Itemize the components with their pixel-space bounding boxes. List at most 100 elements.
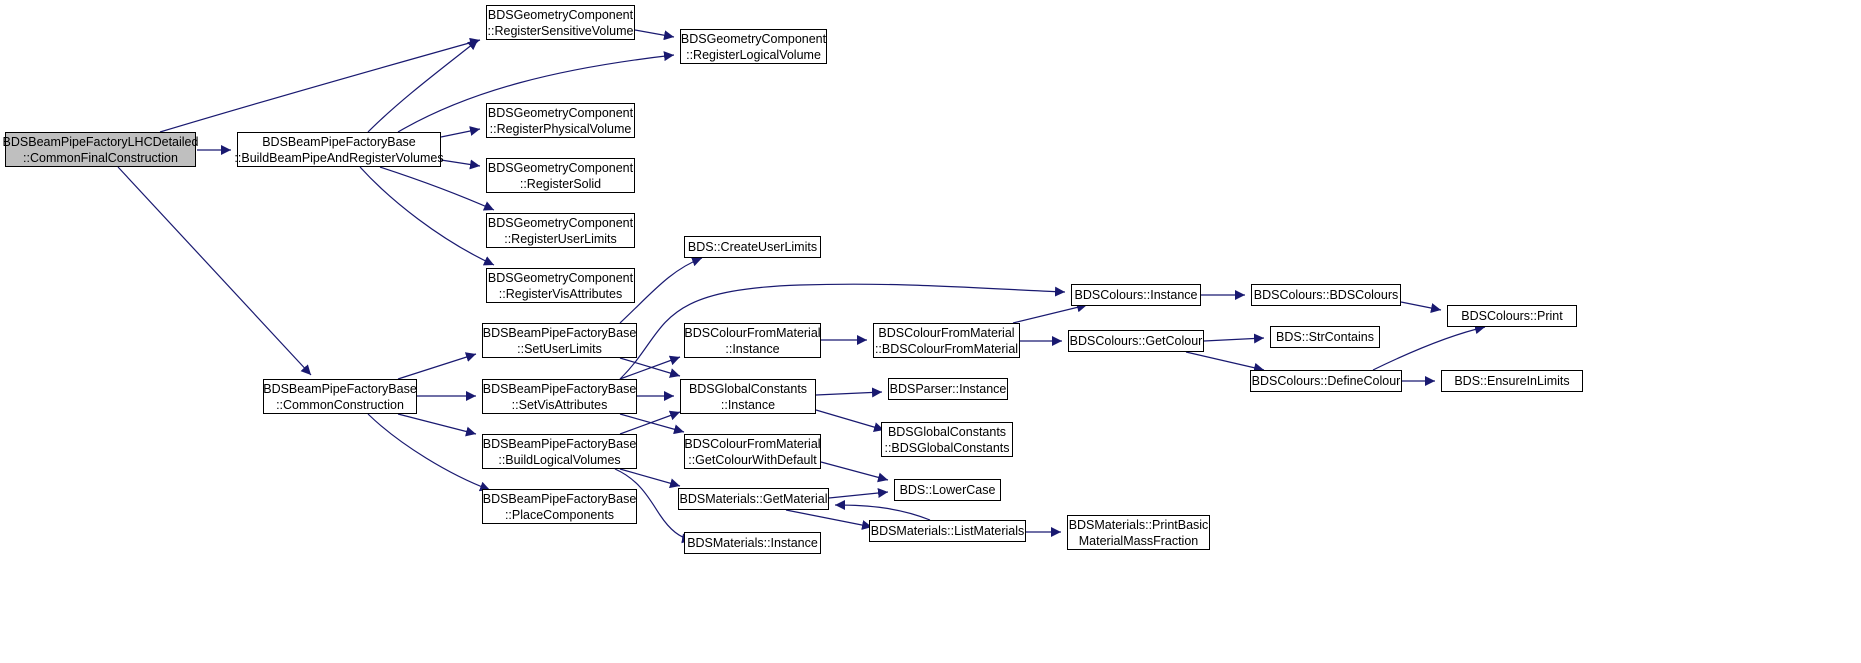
edge-build_logical-to-global_instance <box>619 410 681 435</box>
node-label-line: ::SetUserLimits <box>517 341 602 356</box>
node-label-line: ::BDSGlobalConstants <box>884 440 1010 455</box>
edge-global_instance-to-global_ctor <box>815 409 885 432</box>
edge-col_getcolour-to-col_define <box>1185 351 1265 373</box>
edge-build_beampipe-to-reg_logical <box>397 51 675 133</box>
node-global-constants-constructor[interactable]: BDSGlobalConstants ::BDSGlobalConstants <box>881 422 1013 457</box>
edge-set_userlimits-to-create_userlimits <box>619 256 703 324</box>
node-colour-from-material-constructor[interactable]: BDSColourFromMaterial ::BDSColourFromMat… <box>873 323 1020 358</box>
node-label-line: BDSColourFromMaterial <box>684 325 821 340</box>
edge-build_logical-to-mat_instance <box>614 468 693 544</box>
node-register-solid[interactable]: BDSGeometryComponent ::RegisterSolid <box>486 158 635 193</box>
node-str-contains[interactable]: BDS::StrContains <box>1270 326 1380 348</box>
edge-col_getcolour-to-strcontains <box>1203 333 1265 344</box>
node-colour-from-material-instance[interactable]: BDSColourFromMaterial ::Instance <box>684 323 821 358</box>
node-label-line: BDSColours::Instance <box>1074 288 1198 302</box>
node-parser-instance[interactable]: BDSParser::Instance <box>888 378 1008 400</box>
edge-mat_list-to-mat_getmaterial <box>834 500 931 521</box>
node-materials-list-materials[interactable]: BDSMaterials::ListMaterials <box>869 520 1026 542</box>
node-label-line: BDS::StrContains <box>1276 330 1374 344</box>
node-colours-instance[interactable]: BDSColours::Instance <box>1071 284 1201 306</box>
edge-set_visattr-to-cfm_instance <box>619 355 681 380</box>
edge-build_beampipe-to-reg_sensitive <box>367 39 479 133</box>
node-label-line: BDSBeamPipeFactoryBase <box>263 381 417 396</box>
node-label-line: BDSParser::Instance <box>889 382 1007 396</box>
node-set-user-limits[interactable]: BDSBeamPipeFactoryBase ::SetUserLimits <box>482 323 637 358</box>
node-label-line: ::CommonFinalConstruction <box>23 150 178 165</box>
edge-build_beampipe-to-reg_physical <box>440 126 481 138</box>
node-set-vis-attributes[interactable]: BDSBeamPipeFactoryBase ::SetVisAttribute… <box>482 379 637 414</box>
node-label-line: BDSColours::GetColour <box>1069 334 1203 348</box>
node-place-components[interactable]: BDSBeamPipeFactoryBase ::PlaceComponents <box>482 489 637 524</box>
node-label-line: ::BuildBeamPipeAndRegisterVolumes <box>234 150 444 165</box>
node-label-line: ::RegisterLogicalVolume <box>686 47 821 62</box>
node-label-line: BDSBeamPipeFactoryLHCDetailed <box>2 134 199 149</box>
node-label-line: BDSGeometryComponent <box>680 31 827 46</box>
node-colours-define-colour[interactable]: BDSColours::DefineColour <box>1250 370 1402 392</box>
node-label-line: ::RegisterVisAttributes <box>498 286 623 301</box>
edge-root-to-reg_sensitive <box>159 37 481 133</box>
edge-col_ctor-to-col_print <box>1400 301 1442 313</box>
node-label-line: BDSBeamPipeFactoryBase <box>482 325 637 340</box>
node-get-colour-with-default[interactable]: BDSColourFromMaterial ::GetColourWithDef… <box>684 434 821 469</box>
node-label-line: BDS::LowerCase <box>899 483 996 497</box>
node-label-line: ::RegisterSensitiveVolume <box>487 23 634 38</box>
node-label-line: BDSMaterials::PrintBasic <box>1068 517 1209 532</box>
node-label-line: BDSColourFromMaterial <box>684 436 821 451</box>
edge-reg_sensitive-to-reg_logical <box>634 29 675 41</box>
node-materials-instance[interactable]: BDSMaterials::Instance <box>684 532 821 554</box>
edge-mat_getmaterial-to-mat_list <box>785 509 873 530</box>
node-label-line: MaterialMassFraction <box>1078 533 1199 548</box>
node-print-basic-material-mass-fraction[interactable]: BDSMaterials::PrintBasic MaterialMassFra… <box>1067 515 1210 550</box>
node-colours-get-colour[interactable]: BDSColours::GetColour <box>1068 330 1204 352</box>
node-label-line: BDSBeamPipeFactoryBase <box>262 134 416 149</box>
edge-mat_getmaterial-to-lowercase <box>828 488 889 499</box>
node-build-beampipe-and-register-volumes[interactable]: BDSBeamPipeFactoryBase ::BuildBeamPipeAn… <box>234 132 444 167</box>
node-label-line: ::BuildLogicalVolumes <box>498 452 621 467</box>
edge-global_instance-to-parser_instance <box>815 387 883 398</box>
node-label-line: ::BDSColourFromMaterial <box>874 341 1019 356</box>
edge-common_construction-to-build_logical <box>397 413 477 437</box>
edge-set_userlimits-to-global_instance <box>619 357 681 378</box>
node-build-logical-volumes[interactable]: BDSBeamPipeFactoryBase ::BuildLogicalVol… <box>482 434 637 469</box>
node-label-line: ::CommonConstruction <box>276 397 404 412</box>
node-global-constants-instance[interactable]: BDSGlobalConstants ::Instance <box>680 379 816 414</box>
node-label-line: BDSMaterials::GetMaterial <box>679 492 828 506</box>
node-register-logical-volume[interactable]: BDSGeometryComponent ::RegisterLogicalVo… <box>680 29 827 64</box>
node-label-line: BDSGeometryComponent <box>487 215 634 230</box>
node-register-physical-volume[interactable]: BDSGeometryComponent ::RegisterPhysicalV… <box>486 103 635 138</box>
node-label-line: ::RegisterUserLimits <box>504 231 617 246</box>
node-label-line: BDSGlobalConstants <box>688 381 808 396</box>
node-colours-print[interactable]: BDSColours::Print <box>1447 305 1577 327</box>
node-label-line: BDSGeometryComponent <box>487 105 634 120</box>
edge-build_beampipe-to-reg_userlimits <box>379 166 495 211</box>
edge-col_define-to-col_print <box>1372 324 1486 371</box>
edge-common_construction-to-set_userlimits <box>397 352 477 380</box>
edge-set_visattr-to-cfm_getcolour <box>619 413 685 435</box>
node-label-line: BDS::CreateUserLimits <box>687 240 818 254</box>
node-label-line: BDSGeometryComponent <box>487 7 634 22</box>
edge-set_visattr-to-col_instance <box>619 283 1066 380</box>
node-create-user-limits[interactable]: BDS::CreateUserLimits <box>684 236 821 258</box>
node-register-user-limits[interactable]: BDSGeometryComponent ::RegisterUserLimit… <box>486 213 635 248</box>
node-materials-get-material[interactable]: BDSMaterials::GetMaterial <box>678 488 829 510</box>
node-label-line: BDSColourFromMaterial <box>878 325 1015 340</box>
node-label-line: BDS::EnsureInLimits <box>1454 374 1570 388</box>
node-common-construction[interactable]: BDSBeamPipeFactoryBase ::CommonConstruct… <box>263 379 417 414</box>
edge-root-to-common_construction <box>117 166 312 376</box>
node-register-sensitive-volume[interactable]: BDSGeometryComponent ::RegisterSensitive… <box>486 5 635 40</box>
node-label-line: ::GetColourWithDefault <box>688 452 817 467</box>
node-root-common-final-construction[interactable]: BDSBeamPipeFactoryLHCDetailed ::CommonFi… <box>2 132 199 167</box>
node-label-line: ::RegisterPhysicalVolume <box>489 121 632 136</box>
node-label-line: BDSColours::Print <box>1461 309 1563 323</box>
node-lower-case[interactable]: BDS::LowerCase <box>894 479 1001 501</box>
node-register-vis-attributes[interactable]: BDSGeometryComponent ::RegisterVisAttrib… <box>486 268 635 303</box>
node-label-line: BDSColours::BDSColours <box>1253 288 1399 302</box>
node-label-line: BDSBeamPipeFactoryBase <box>482 381 637 396</box>
node-label-line: BDSBeamPipeFactoryBase <box>482 436 637 451</box>
node-label-line: BDSMaterials::Instance <box>687 536 818 550</box>
edge-cfm_ctor-to-col_instance <box>1012 302 1088 324</box>
node-label-line: BDSGlobalConstants <box>887 424 1007 439</box>
node-ensure-in-limits[interactable]: BDS::EnsureInLimits <box>1441 370 1583 392</box>
node-colours-constructor[interactable]: BDSColours::BDSColours <box>1251 284 1401 306</box>
